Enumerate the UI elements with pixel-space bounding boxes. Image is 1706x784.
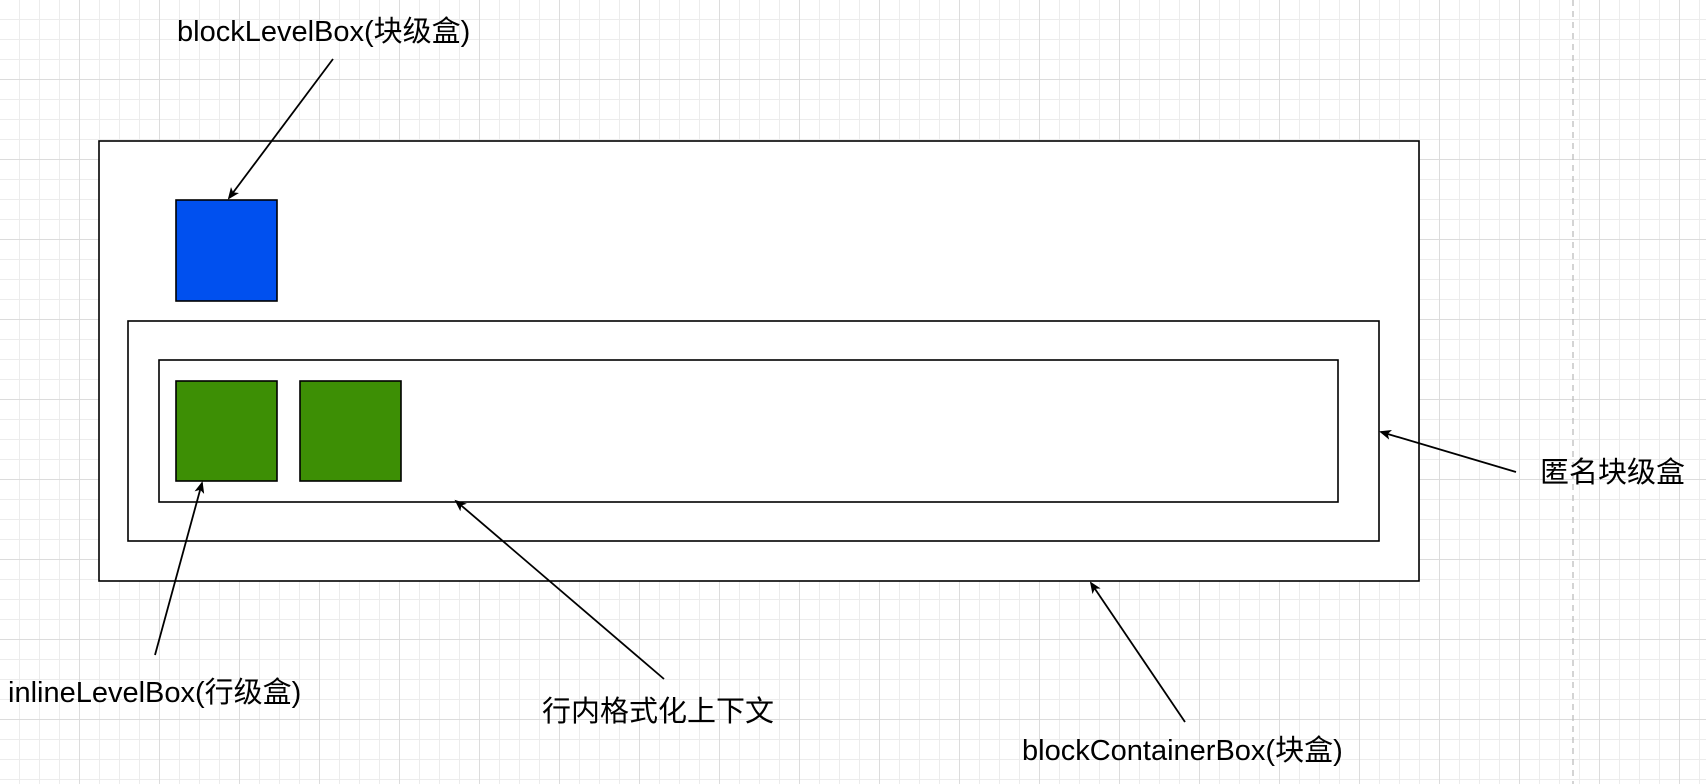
block-container-box-label: blockContainerBox(块盒) (1022, 734, 1343, 767)
arrow-to-inline-level-box (154, 481, 205, 656)
arrow-to-block-level-box (227, 58, 334, 200)
block-level-box[interactable] (175, 199, 278, 302)
arrow-to-anonymous-block-box (1379, 430, 1517, 473)
inline-level-box-label: inlineLevelBox(行级盒) (8, 676, 301, 709)
inline-formatting-context-label: 行内格式化上下文 (542, 695, 774, 728)
arrow-to-block-container-box (1089, 581, 1186, 723)
arrow-to-inline-formatting-context (454, 499, 665, 680)
block-level-box-label: blockLevelBox(块级盒) (177, 15, 470, 48)
anonymous-block-box-label: 匿名块级盒 (1540, 456, 1685, 489)
inline-level-box-1[interactable] (175, 380, 278, 482)
inline-level-box-2[interactable] (299, 380, 402, 482)
